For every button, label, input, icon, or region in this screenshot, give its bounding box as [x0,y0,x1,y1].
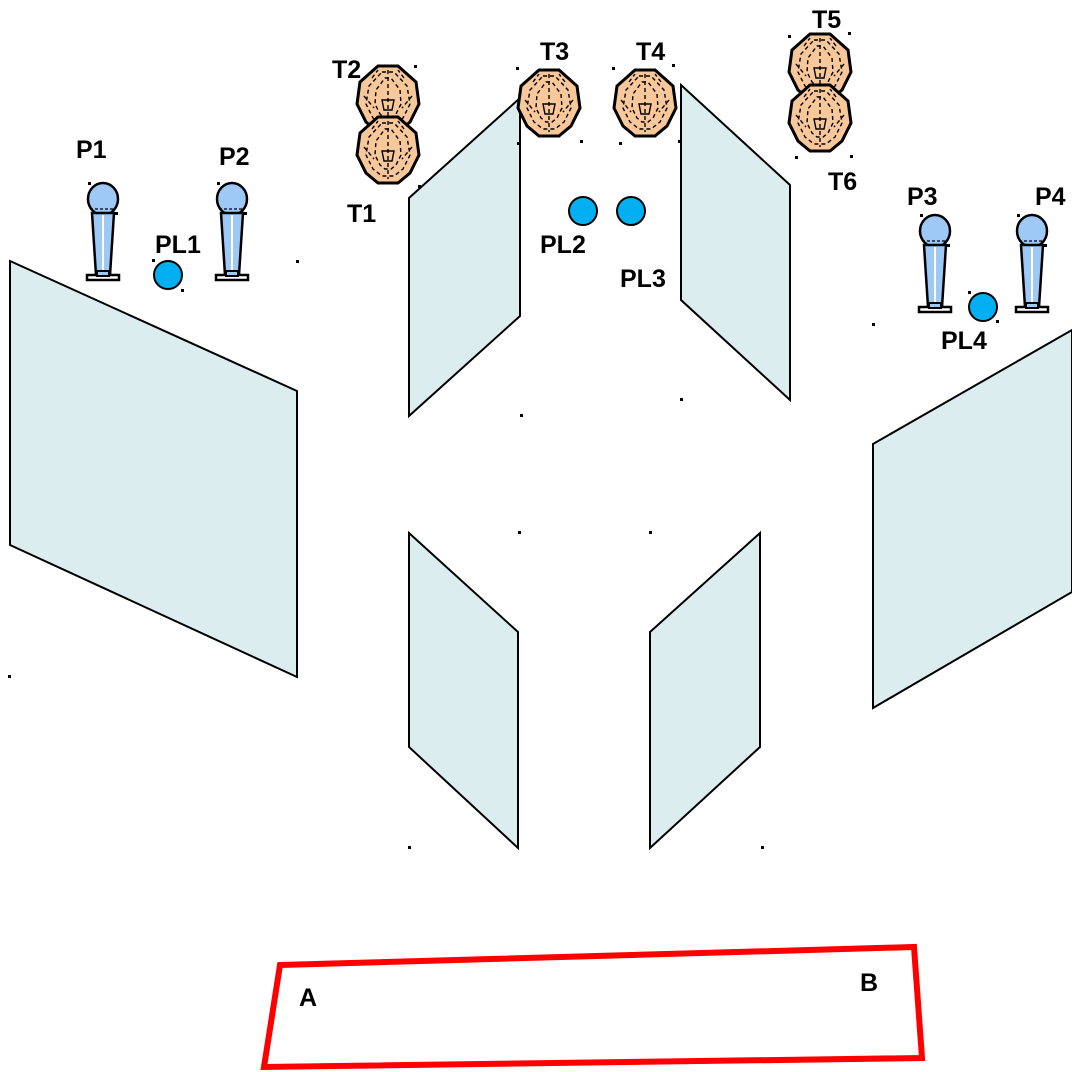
wall-center-right-upper [680,82,791,403]
label-p1: P1 [76,136,107,164]
label-t3: T3 [540,38,569,66]
plate-pl3 [616,196,646,226]
label-pl3: PL3 [620,265,666,293]
label-pl2: PL2 [540,231,586,259]
popper-p3 [917,212,953,314]
target-t3 [516,68,582,138]
popper-p2 [214,180,250,282]
label-b: B [860,969,878,997]
label-a: A [299,984,317,1012]
wall-left-large [9,259,298,679]
shooting-box [260,943,926,1071]
wall-center-left-lower [408,530,519,851]
popper-p4 [1014,212,1050,314]
handle-dots [8,32,875,849]
label-pl1: PL1 [155,231,201,259]
plate-pl4 [968,291,999,323]
label-t6: T6 [828,168,857,196]
target-t6 [787,83,853,153]
label-p3: P3 [907,183,938,211]
label-t1: T1 [347,200,376,228]
wall-right-large [872,328,1072,710]
label-t2: T2 [332,56,361,84]
label-t5: T5 [812,6,841,34]
label-t4: T4 [636,38,665,66]
target-t1 [355,115,421,185]
popper-p1 [85,180,121,282]
plate-pl1 [152,259,184,292]
target-t4 [612,68,678,138]
label-p4: P4 [1035,183,1066,211]
wall-center-left-upper [408,95,521,419]
label-p2: P2 [219,143,250,171]
plate-pl2 [568,196,598,226]
wall-center-right-lower [649,530,761,851]
label-pl4: PL4 [941,327,987,355]
